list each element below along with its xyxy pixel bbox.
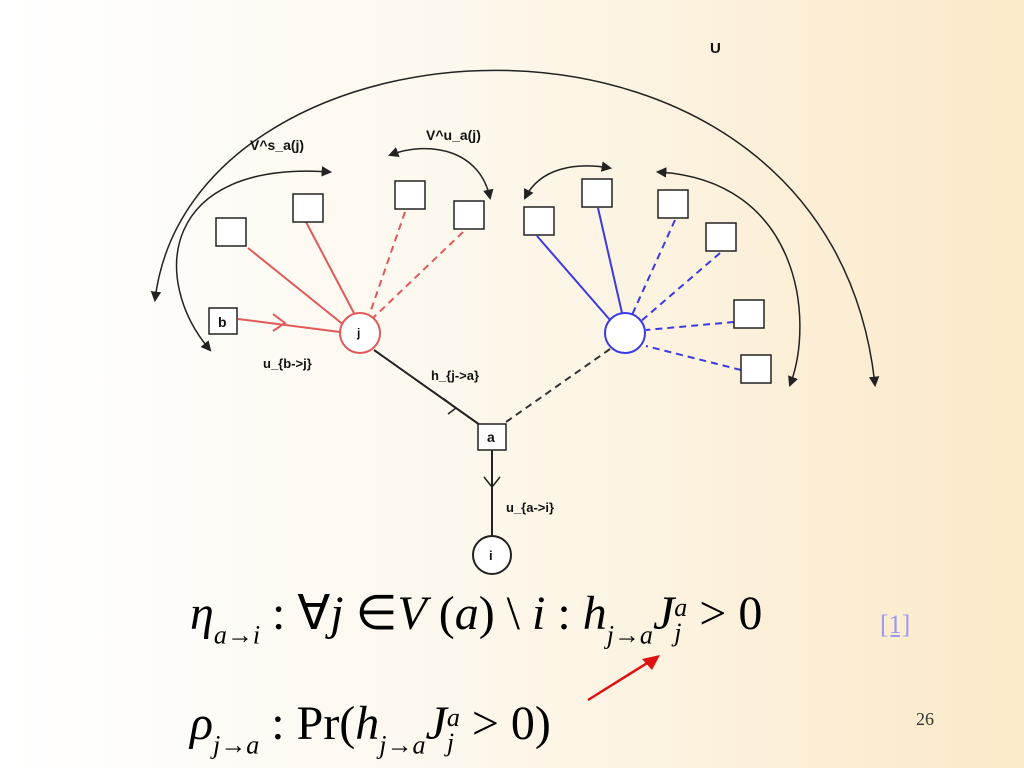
label-u-a-i: u_{a->i} (506, 500, 554, 515)
node-j (339, 312, 381, 354)
right-arc (655, 167, 801, 387)
slide-number: 26 (916, 709, 934, 729)
edge-j-box2 (305, 221, 356, 316)
edge-blue-box5 (645, 321, 735, 331)
label-u-b-j: u_{b->j} (263, 356, 312, 371)
edge-blue-box3 (631, 219, 676, 316)
variable-box (740, 354, 772, 384)
variable-box (733, 299, 765, 329)
label-vu: V^u_a(j) (426, 127, 481, 143)
variable-box (292, 193, 324, 223)
edge-blue-a (505, 348, 611, 423)
pointer-arrow (587, 655, 660, 702)
factor-graph-diagram: b a j i U V^s_a(j) V^u_a(j) u_{b->j} h_{… (150, 40, 880, 575)
variable-box (657, 189, 689, 219)
vu-arc (388, 147, 494, 201)
label-u: U (710, 40, 721, 57)
edge-blue-box1 (536, 235, 611, 321)
u-a-i-arrow (483, 476, 501, 489)
u-b-j-arrow (272, 313, 287, 332)
edge-j-box1 (247, 247, 346, 327)
edge-b-j (237, 318, 341, 333)
node-i (472, 535, 512, 575)
blue-left-arc (524, 161, 613, 200)
edge-j-box3 (369, 211, 406, 314)
edge-blue-box2 (597, 207, 623, 314)
u-arc (150, 69, 880, 388)
variable-box (523, 206, 555, 236)
edge-j-a (373, 349, 481, 426)
variable-box (215, 217, 247, 247)
label-h-j-a: h_{j->a} (431, 368, 479, 383)
edge-blue-box6 (645, 345, 742, 371)
variable-box (453, 200, 485, 230)
node-b-label: b (218, 314, 227, 330)
edge-j-box4 (372, 231, 464, 319)
variable-box (394, 180, 426, 210)
node-i-label: i (489, 548, 493, 563)
label-vs: V^s_a(j) (250, 137, 304, 153)
edge-blue-box4 (639, 252, 721, 323)
node-blue (604, 312, 646, 354)
node-b (208, 307, 238, 335)
reference-link[interactable]: [1] (880, 610, 911, 639)
node-j-label: j (356, 326, 360, 340)
variable-box (705, 222, 737, 252)
h-j-a-arrow (443, 398, 458, 415)
variable-box (581, 178, 613, 208)
node-a-label: a (487, 429, 495, 445)
node-a (477, 423, 507, 451)
left-outer-arc (175, 166, 333, 352)
